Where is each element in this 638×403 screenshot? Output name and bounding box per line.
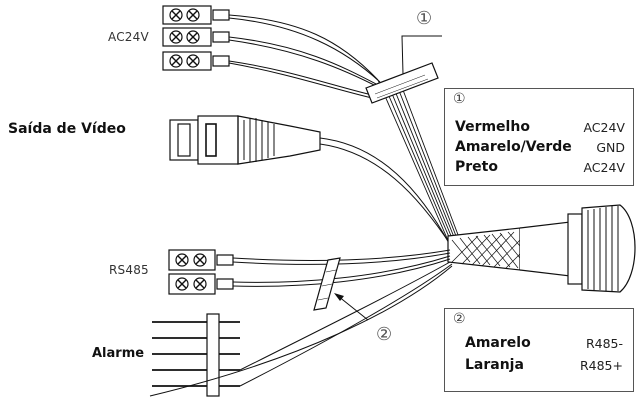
rs485-legend: ② Amarelo R485- Laranja R485+ [444, 308, 634, 392]
ac24v-label: AC24V [108, 30, 149, 44]
rs485-color-orange: Laranja [465, 357, 524, 373]
ac-wire-tag [365, 62, 439, 104]
power-value-red: AC24V [583, 120, 625, 135]
power-legend-row: Amarelo/Verde GND [455, 139, 625, 157]
callout-two: ② [376, 324, 393, 345]
rs485-wire-tag [313, 257, 341, 311]
power-legend-row: Vermelho AC24V [455, 119, 625, 137]
rs485-legend-marker: ② [453, 311, 466, 327]
power-value-black: AC24V [583, 160, 625, 175]
power-legend-row: Preto AC24V [455, 159, 625, 177]
power-color-red: Vermelho [455, 119, 530, 135]
power-color-yellow-green: Amarelo/Verde [455, 139, 572, 155]
callout-one: ① [416, 8, 433, 29]
video-connector [169, 115, 321, 165]
video-output-label: Saída de Vídeo [8, 121, 126, 137]
alarm-label: Alarme [92, 346, 145, 361]
power-color-black: Preto [455, 159, 498, 175]
main-cable [447, 204, 636, 293]
rs485-label: RS485 [109, 263, 149, 277]
rs485-legend-row: Amarelo R485- [465, 335, 623, 353]
rs485-value-orange: R485+ [579, 358, 623, 373]
rs485-value-yellow: R485- [585, 336, 623, 351]
power-value-yellow-green: GND [596, 140, 625, 155]
rs485-terminal-block [168, 249, 234, 295]
alarm-connector [152, 313, 240, 397]
rs485-legend-row: Laranja R485+ [465, 357, 623, 375]
power-legend-marker: ① [453, 91, 466, 107]
ac24v-terminal-block [162, 5, 230, 71]
power-legend: ① Vermelho AC24V Amarelo/Verde GND Preto… [444, 88, 634, 186]
rs485-color-yellow: Amarelo [465, 335, 531, 351]
